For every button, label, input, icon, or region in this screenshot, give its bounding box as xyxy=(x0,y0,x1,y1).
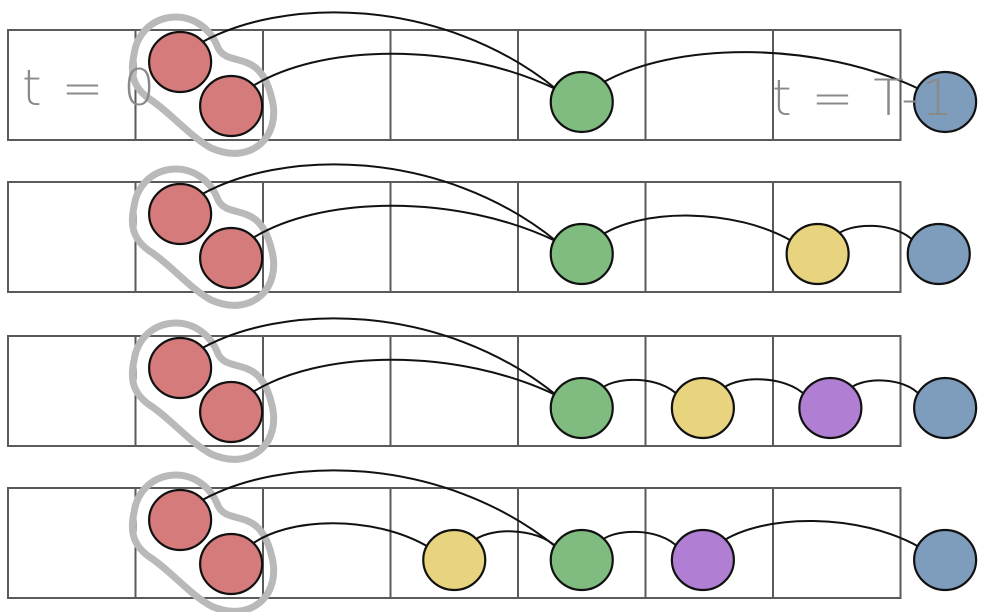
red-node xyxy=(199,226,264,290)
dependency-edge xyxy=(247,522,430,549)
source-group-halo xyxy=(128,13,278,157)
red-node xyxy=(199,380,264,444)
dependency-edge xyxy=(196,11,558,91)
purple-node xyxy=(798,376,863,440)
timeline-row xyxy=(7,163,971,309)
dependency-edge xyxy=(598,214,794,243)
dependency-edge xyxy=(247,204,558,243)
timeline-row xyxy=(7,317,978,463)
red-node xyxy=(199,74,264,138)
blue-node xyxy=(913,376,978,440)
dependency-edge xyxy=(196,317,558,397)
timeline-row xyxy=(7,11,978,157)
yellow-node xyxy=(422,528,487,592)
dependency-edge xyxy=(719,520,921,549)
start-time-label: t = 0 xyxy=(22,59,157,117)
timeline-frame xyxy=(7,181,902,293)
green-node xyxy=(549,70,614,134)
red-node xyxy=(148,336,213,400)
blue-node xyxy=(913,70,978,134)
purple-node xyxy=(670,528,735,592)
red-node xyxy=(148,182,213,246)
blue-node xyxy=(913,528,978,592)
green-node xyxy=(549,222,614,286)
timeline-row xyxy=(7,469,978,612)
timeline-frame xyxy=(7,335,902,447)
dependency-edge xyxy=(247,52,558,91)
red-node xyxy=(148,30,213,94)
green-node xyxy=(549,376,614,440)
yellow-node xyxy=(785,222,850,286)
source-group-halo xyxy=(128,319,278,463)
red-node xyxy=(148,488,213,552)
green-node xyxy=(549,528,614,592)
dependency-edge xyxy=(247,358,558,397)
source-group-halo xyxy=(128,471,278,612)
timeline-rows xyxy=(7,11,978,612)
dependency-edge xyxy=(196,469,558,549)
red-node xyxy=(199,532,264,596)
dependency-edge xyxy=(598,51,921,91)
yellow-node xyxy=(670,376,735,440)
blue-node xyxy=(906,222,971,286)
end-time-label: t = T-1 xyxy=(772,69,955,127)
source-group-halo xyxy=(128,165,278,309)
dependency-edge xyxy=(196,163,558,243)
